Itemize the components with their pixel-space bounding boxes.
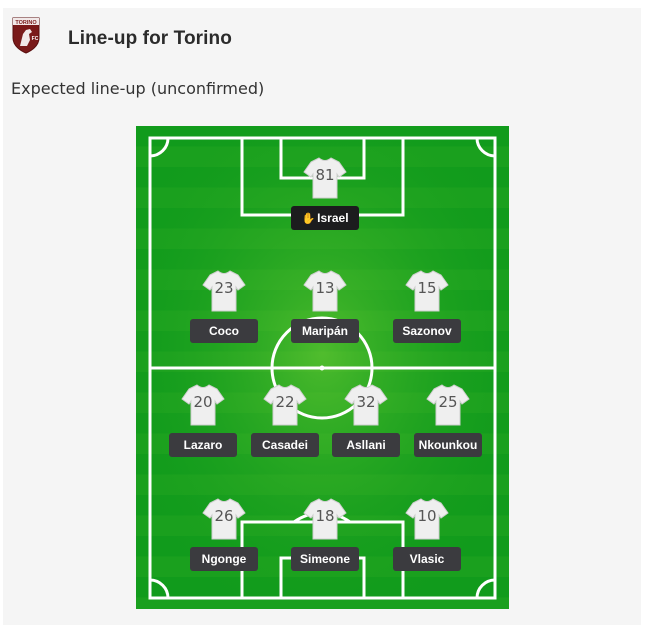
shirt-icon <box>202 498 246 540</box>
goalkeeper-gloves-icon: ✋ <box>301 213 316 225</box>
shirt-icon <box>181 384 225 426</box>
player-name: Nkounkou <box>414 433 482 457</box>
shirt-number: 22 <box>275 393 295 411</box>
player-name-tag: ✋Israel <box>291 206 359 230</box>
player-name: Vlasic <box>393 547 461 571</box>
shirt-number: 15 <box>417 279 437 297</box>
shirt-number: 32 <box>356 393 376 411</box>
crest-text: TORINO <box>15 20 37 26</box>
player-sazonov[interactable]: 15 Sazonov <box>393 269 461 343</box>
player-name: Lazaro <box>169 433 237 457</box>
shirt-icon <box>263 384 307 426</box>
shirt-number: 10 <box>417 507 437 525</box>
player-name: Sazonov <box>393 319 461 343</box>
shirt-number: 25 <box>438 393 458 411</box>
lineup-header: TORINO FC Line-up for Torino <box>11 16 611 56</box>
player-simeone[interactable]: 18 Simeone <box>291 497 359 571</box>
crest-badge: FC <box>32 36 39 42</box>
player-casadei[interactable]: 22 Casadei <box>251 383 319 457</box>
shirt-number: 81 <box>315 166 335 184</box>
lineup-card: TORINO FC Line-up for Torino Expected li… <box>3 8 641 625</box>
shirt-number: 26 <box>214 507 234 525</box>
shirt-icon <box>426 384 470 426</box>
shirt-icon <box>303 270 347 312</box>
player-name: Casadei <box>251 433 319 457</box>
shirt-number: 20 <box>193 393 213 411</box>
shirt-number: 23 <box>214 279 234 297</box>
player-israel[interactable]: 81 ✋Israel <box>291 156 359 230</box>
shirt-number: 18 <box>315 507 335 525</box>
player-name: Israel <box>317 211 349 225</box>
player-name: Maripán <box>291 319 359 343</box>
shirt-icon <box>303 157 347 199</box>
shirt-number: 13 <box>315 279 335 297</box>
football-pitch: 81 ✋Israel 23 Coco 13 Maripán 15 Sazonov <box>136 126 509 609</box>
player-name: Simeone <box>291 547 359 571</box>
player-name: Asllani <box>332 433 400 457</box>
shirt-icon <box>344 384 388 426</box>
player-lazaro[interactable]: 20 Lazaro <box>169 383 237 457</box>
player-name: Ngonge <box>190 547 258 571</box>
lineup-status-text: Expected line-up (unconfirmed) <box>11 79 265 98</box>
shirt-icon <box>202 270 246 312</box>
shirt-icon <box>405 498 449 540</box>
shirt-icon <box>405 270 449 312</box>
player-name: Coco <box>190 319 258 343</box>
player-nkounkou[interactable]: 25 Nkounkou <box>414 383 482 457</box>
player-vlasic[interactable]: 10 Vlasic <box>393 497 461 571</box>
player-coco[interactable]: 23 Coco <box>190 269 258 343</box>
shirt-icon <box>303 498 347 540</box>
page-title: Line-up for Torino <box>68 28 232 49</box>
player-ngonge[interactable]: 26 Ngonge <box>190 497 258 571</box>
player-maripan[interactable]: 13 Maripán <box>291 269 359 343</box>
torino-crest-icon: TORINO FC <box>12 17 40 54</box>
player-asllani[interactable]: 32 Asllani <box>332 383 400 457</box>
